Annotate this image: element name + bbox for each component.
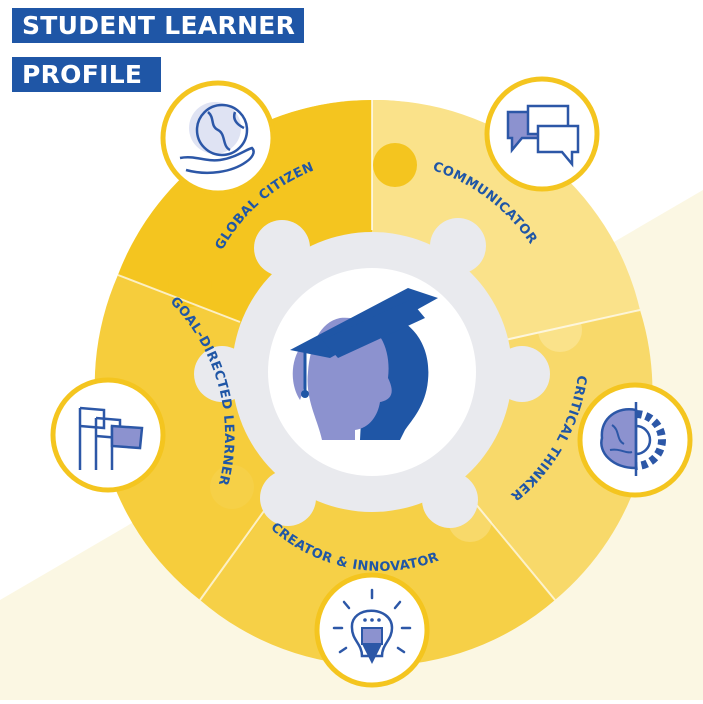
lightbulb-pencil-icon (314, 572, 430, 688)
flags-icon (50, 377, 166, 493)
brain-gear-icon (577, 382, 693, 498)
segment-creator-innovator (200, 372, 555, 666)
globe-in-hand-icon (160, 80, 276, 196)
graduate-students-icon (290, 288, 438, 440)
puzzle-knob (538, 308, 582, 352)
page-title-line-1: STUDENT LEARNER (12, 8, 304, 43)
puzzle-knob (210, 465, 254, 509)
puzzle-knob (373, 143, 417, 187)
page-title-line-2: PROFILE (12, 57, 161, 92)
puzzle-knob (168, 263, 212, 307)
speech-bubbles-icon (484, 76, 600, 192)
